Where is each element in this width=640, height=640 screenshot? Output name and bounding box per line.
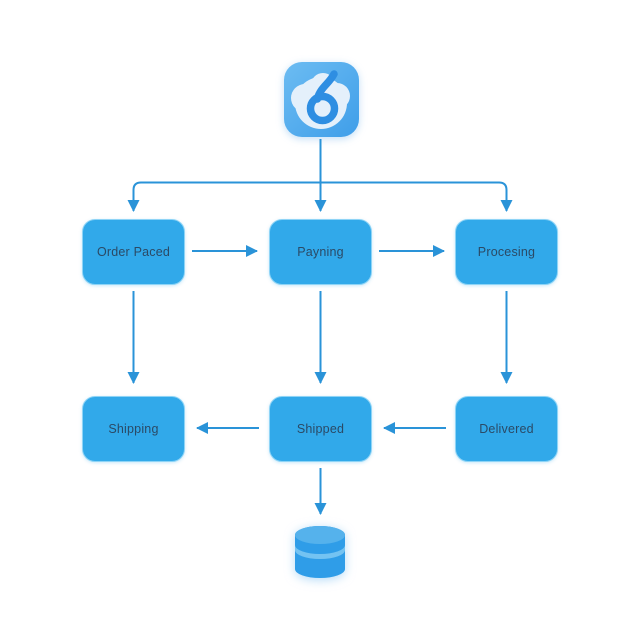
- node-order-placed-label: Order Paced: [96, 245, 171, 259]
- edge-logo-processing: [320, 181, 513, 212]
- node-paying: Payning: [269, 219, 372, 285]
- node-delivered: Delivered: [455, 396, 558, 462]
- node-delivered-label: Delivered: [479, 422, 534, 436]
- node-shipped-label: Shipped: [296, 422, 345, 436]
- node-processing-label: Procesing: [477, 245, 536, 259]
- database-icon: [295, 526, 345, 578]
- node-shipping: Shipping: [82, 396, 185, 462]
- edge-logo-order-placed: [127, 181, 321, 212]
- node-order-placed: Order Paced: [82, 219, 185, 285]
- node-paying-label: Payning: [297, 245, 344, 259]
- node-processing: Procesing: [455, 219, 558, 285]
- node-shipping-label: Shipping: [108, 422, 159, 436]
- brand-logo-icon: [284, 62, 359, 137]
- node-shipped: Shipped: [269, 396, 372, 462]
